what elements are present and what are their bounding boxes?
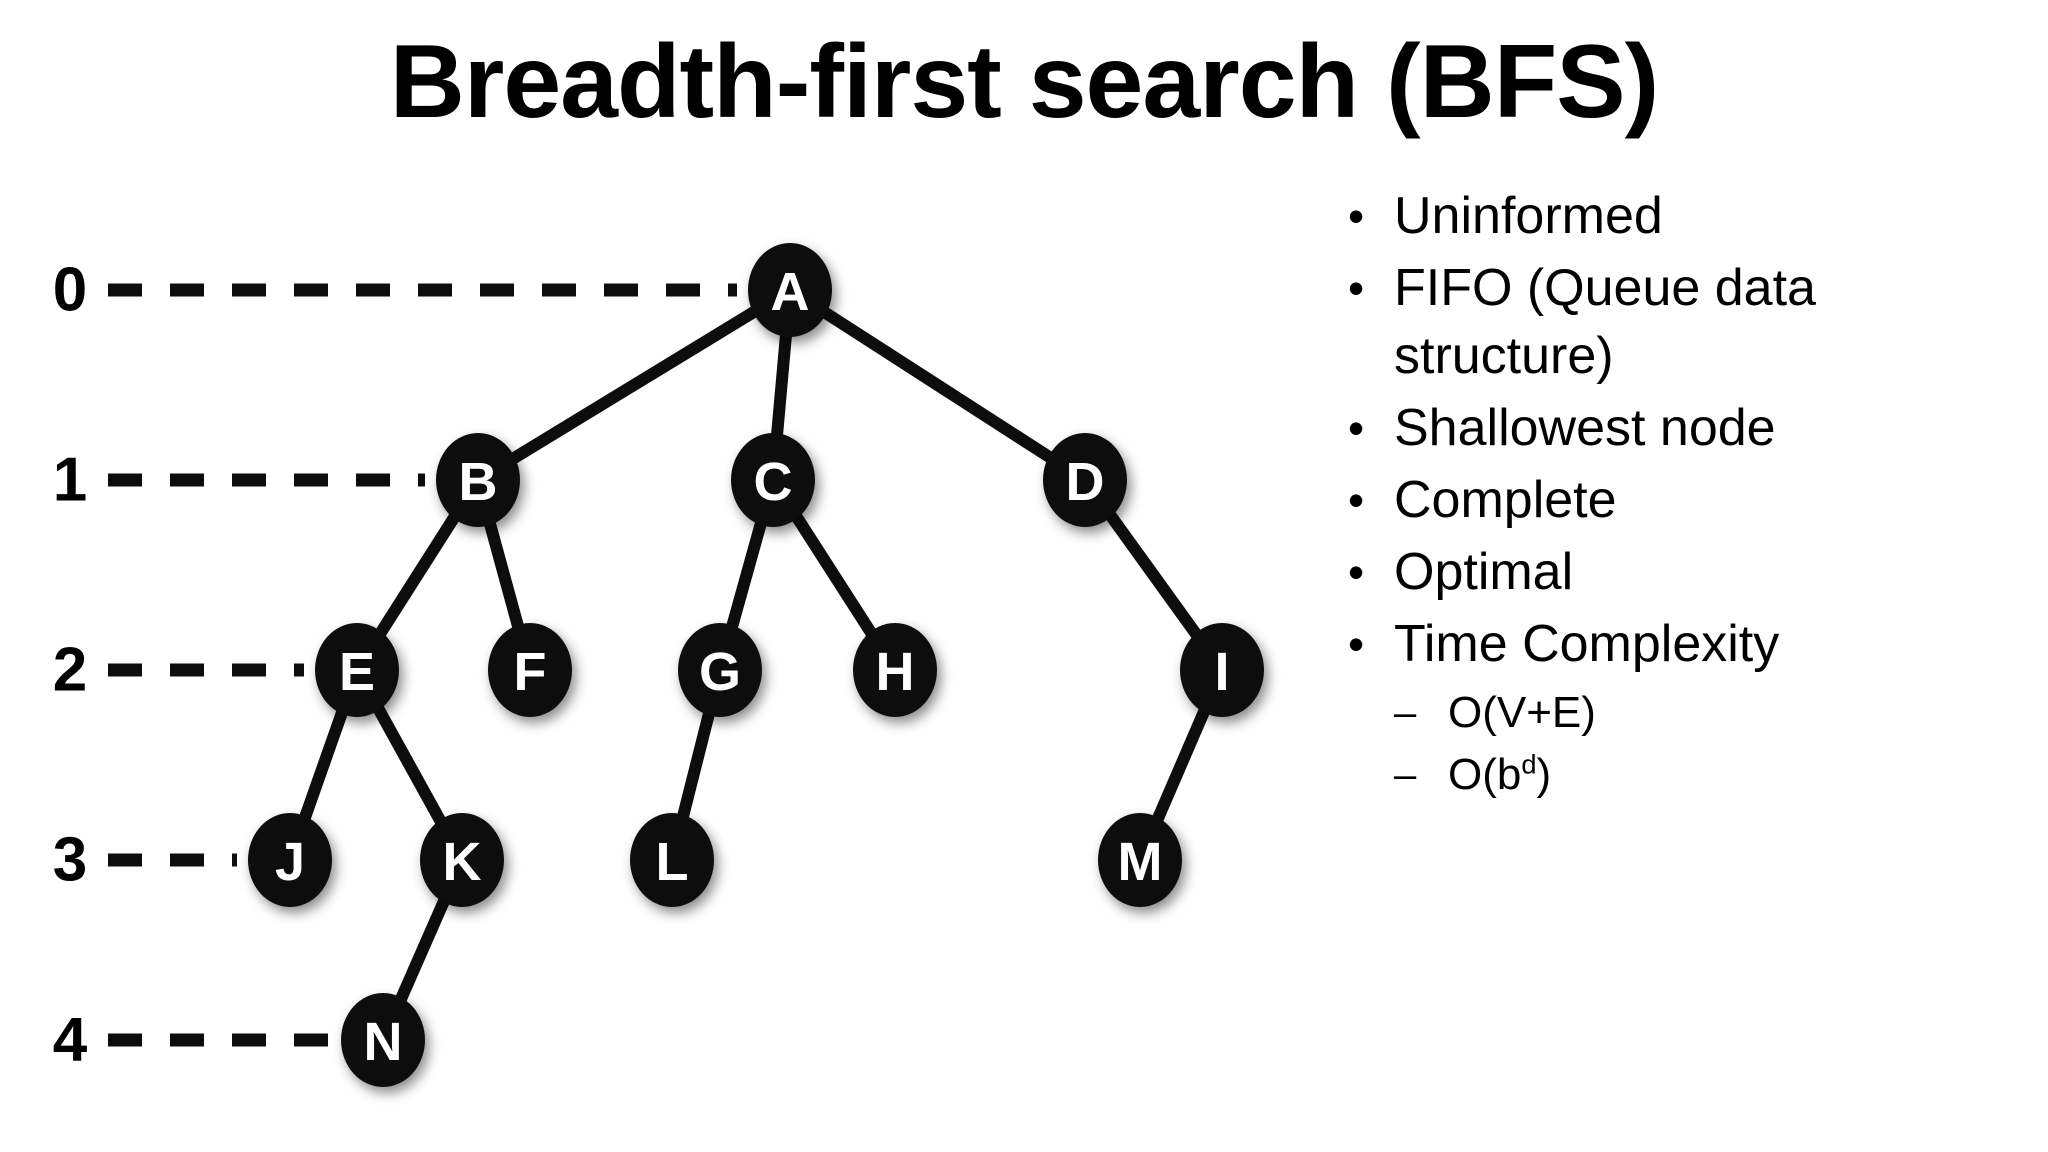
sub-bullet-text: O(V+E): [1448, 688, 1596, 737]
tree-edge-B-E: [372, 509, 463, 641]
level-number-0: 0: [53, 256, 87, 325]
tree-node-E[interactable]: E: [315, 623, 399, 717]
node-label-G: G: [699, 642, 741, 702]
node-label-K: K: [443, 832, 482, 892]
node-circle-E: [315, 623, 399, 717]
bullet-text: Uninformed: [1394, 187, 1663, 245]
tree-edge-A-D: [819, 306, 1056, 464]
node-label-H: H: [876, 642, 915, 702]
tree-nodes: A B C D E F G H I J K L M N: [248, 243, 1264, 1087]
node-label-B: B: [459, 452, 498, 512]
level-number-3: 3: [53, 826, 87, 895]
level-guide-lines: [108, 283, 737, 1047]
exponent: d: [1521, 748, 1537, 780]
bullet-marker-icon: •: [1348, 474, 1365, 526]
node-label-M: M: [1118, 832, 1163, 892]
tree-edge-D-I: [1102, 508, 1205, 642]
level-number-2: 2: [53, 636, 87, 705]
node-label-C: C: [754, 452, 793, 512]
bullet-item: • FIFO (Queue data structure): [1340, 254, 2040, 390]
bullet-item: • Complete: [1340, 466, 2040, 534]
node-label-F: F: [514, 642, 547, 702]
bullet-marker-icon: •: [1348, 546, 1365, 598]
tree-node-K[interactable]: K: [420, 813, 504, 907]
node-label-D: D: [1066, 452, 1105, 512]
bullet-text: FIFO (Queue data structure): [1394, 259, 1816, 385]
tree-node-D[interactable]: D: [1043, 433, 1127, 527]
node-circle-I: [1180, 623, 1264, 717]
tree-node-L[interactable]: L: [630, 813, 714, 907]
tree-edges: [297, 305, 1213, 1007]
node-label-E: E: [339, 642, 375, 702]
tree-edge-E-J: [297, 704, 350, 826]
bfs-tree-diagram: 0 1 2 3 4 A B C D E F G H I J K L M N: [0, 150, 1330, 1150]
tree-edge-K-N: [393, 893, 452, 1007]
bullet-text: Optimal: [1394, 543, 1574, 601]
node-circle-G: [678, 623, 762, 717]
level-number-1: 1: [53, 446, 87, 515]
tree-edge-G-L: [675, 706, 717, 824]
node-circle-F: [488, 623, 572, 717]
tree-edge-C-G: [724, 515, 769, 635]
tree-node-J[interactable]: J: [248, 813, 332, 907]
tree-node-M[interactable]: M: [1098, 813, 1182, 907]
tree-node-F[interactable]: F: [488, 623, 572, 717]
node-circle-C: [731, 433, 815, 527]
bullet-marker-icon: •: [1348, 262, 1365, 314]
bullet-text: Complete: [1394, 471, 1617, 529]
sub-bullet-marker-icon: –: [1394, 691, 1417, 735]
tree-node-A[interactable]: A: [748, 243, 832, 337]
node-label-L: L: [656, 832, 689, 892]
node-circle-M: [1098, 813, 1182, 907]
bullet-marker-icon: •: [1348, 618, 1365, 670]
level-number-labels: 0 1 2 3 4: [53, 256, 88, 1075]
page-title: Breadth-first search (BFS): [389, 24, 1659, 140]
node-circle-J: [248, 813, 332, 907]
sub-bullet-marker-icon: –: [1394, 753, 1417, 797]
node-circle-L: [630, 813, 714, 907]
sub-bullet-text: O(bd): [1448, 748, 1552, 799]
node-circle-B: [436, 433, 520, 527]
tree-edge-E-K: [370, 701, 449, 829]
bullet-item: • Time Complexity: [1340, 610, 2040, 678]
tree-node-C[interactable]: C: [731, 433, 815, 527]
sub-bullet-item: –O(V+E): [1394, 682, 2040, 744]
bullet-text: Shallowest node: [1394, 399, 1776, 457]
tree-node-N[interactable]: N: [341, 993, 425, 1087]
node-label-N: N: [364, 1012, 403, 1072]
tree-node-B[interactable]: B: [436, 433, 520, 527]
bullet-item: • Uninformed: [1340, 182, 2040, 250]
tree-edge-C-H: [789, 509, 879, 641]
level-number-4: 4: [53, 1006, 88, 1075]
tree-edge-I-M: [1149, 703, 1213, 827]
node-circle-A: [748, 243, 832, 337]
tree-edge-A-B: [508, 305, 760, 465]
tree-svg: 0 1 2 3 4 A B C D E F G H I J K L M N: [53, 243, 1264, 1087]
node-circle-D: [1043, 433, 1127, 527]
bullet-list: •Uninformed•FIFO (Queue data structure)•…: [1340, 182, 2040, 806]
bullet-item: • Shallowest node: [1340, 394, 2040, 462]
bullet-marker-icon: •: [1348, 190, 1365, 242]
tree-edge-B-F: [482, 516, 526, 634]
tree-edge-A-C: [770, 328, 793, 442]
bullet-marker-icon: •: [1348, 402, 1365, 454]
node-circle-K: [420, 813, 504, 907]
node-circle-N: [341, 993, 425, 1087]
tree-node-H[interactable]: H: [853, 623, 937, 717]
tree-node-I[interactable]: I: [1180, 623, 1264, 717]
node-label-J: J: [275, 832, 305, 892]
tree-node-G[interactable]: G: [678, 623, 762, 717]
bullet-item: • Optimal: [1340, 538, 2040, 606]
sub-bullet-item: –O(bd): [1394, 744, 2040, 806]
node-circle-H: [853, 623, 937, 717]
node-label-A: A: [771, 262, 810, 322]
bullet-text: Time Complexity: [1394, 615, 1780, 673]
node-label-I: I: [1214, 642, 1229, 702]
